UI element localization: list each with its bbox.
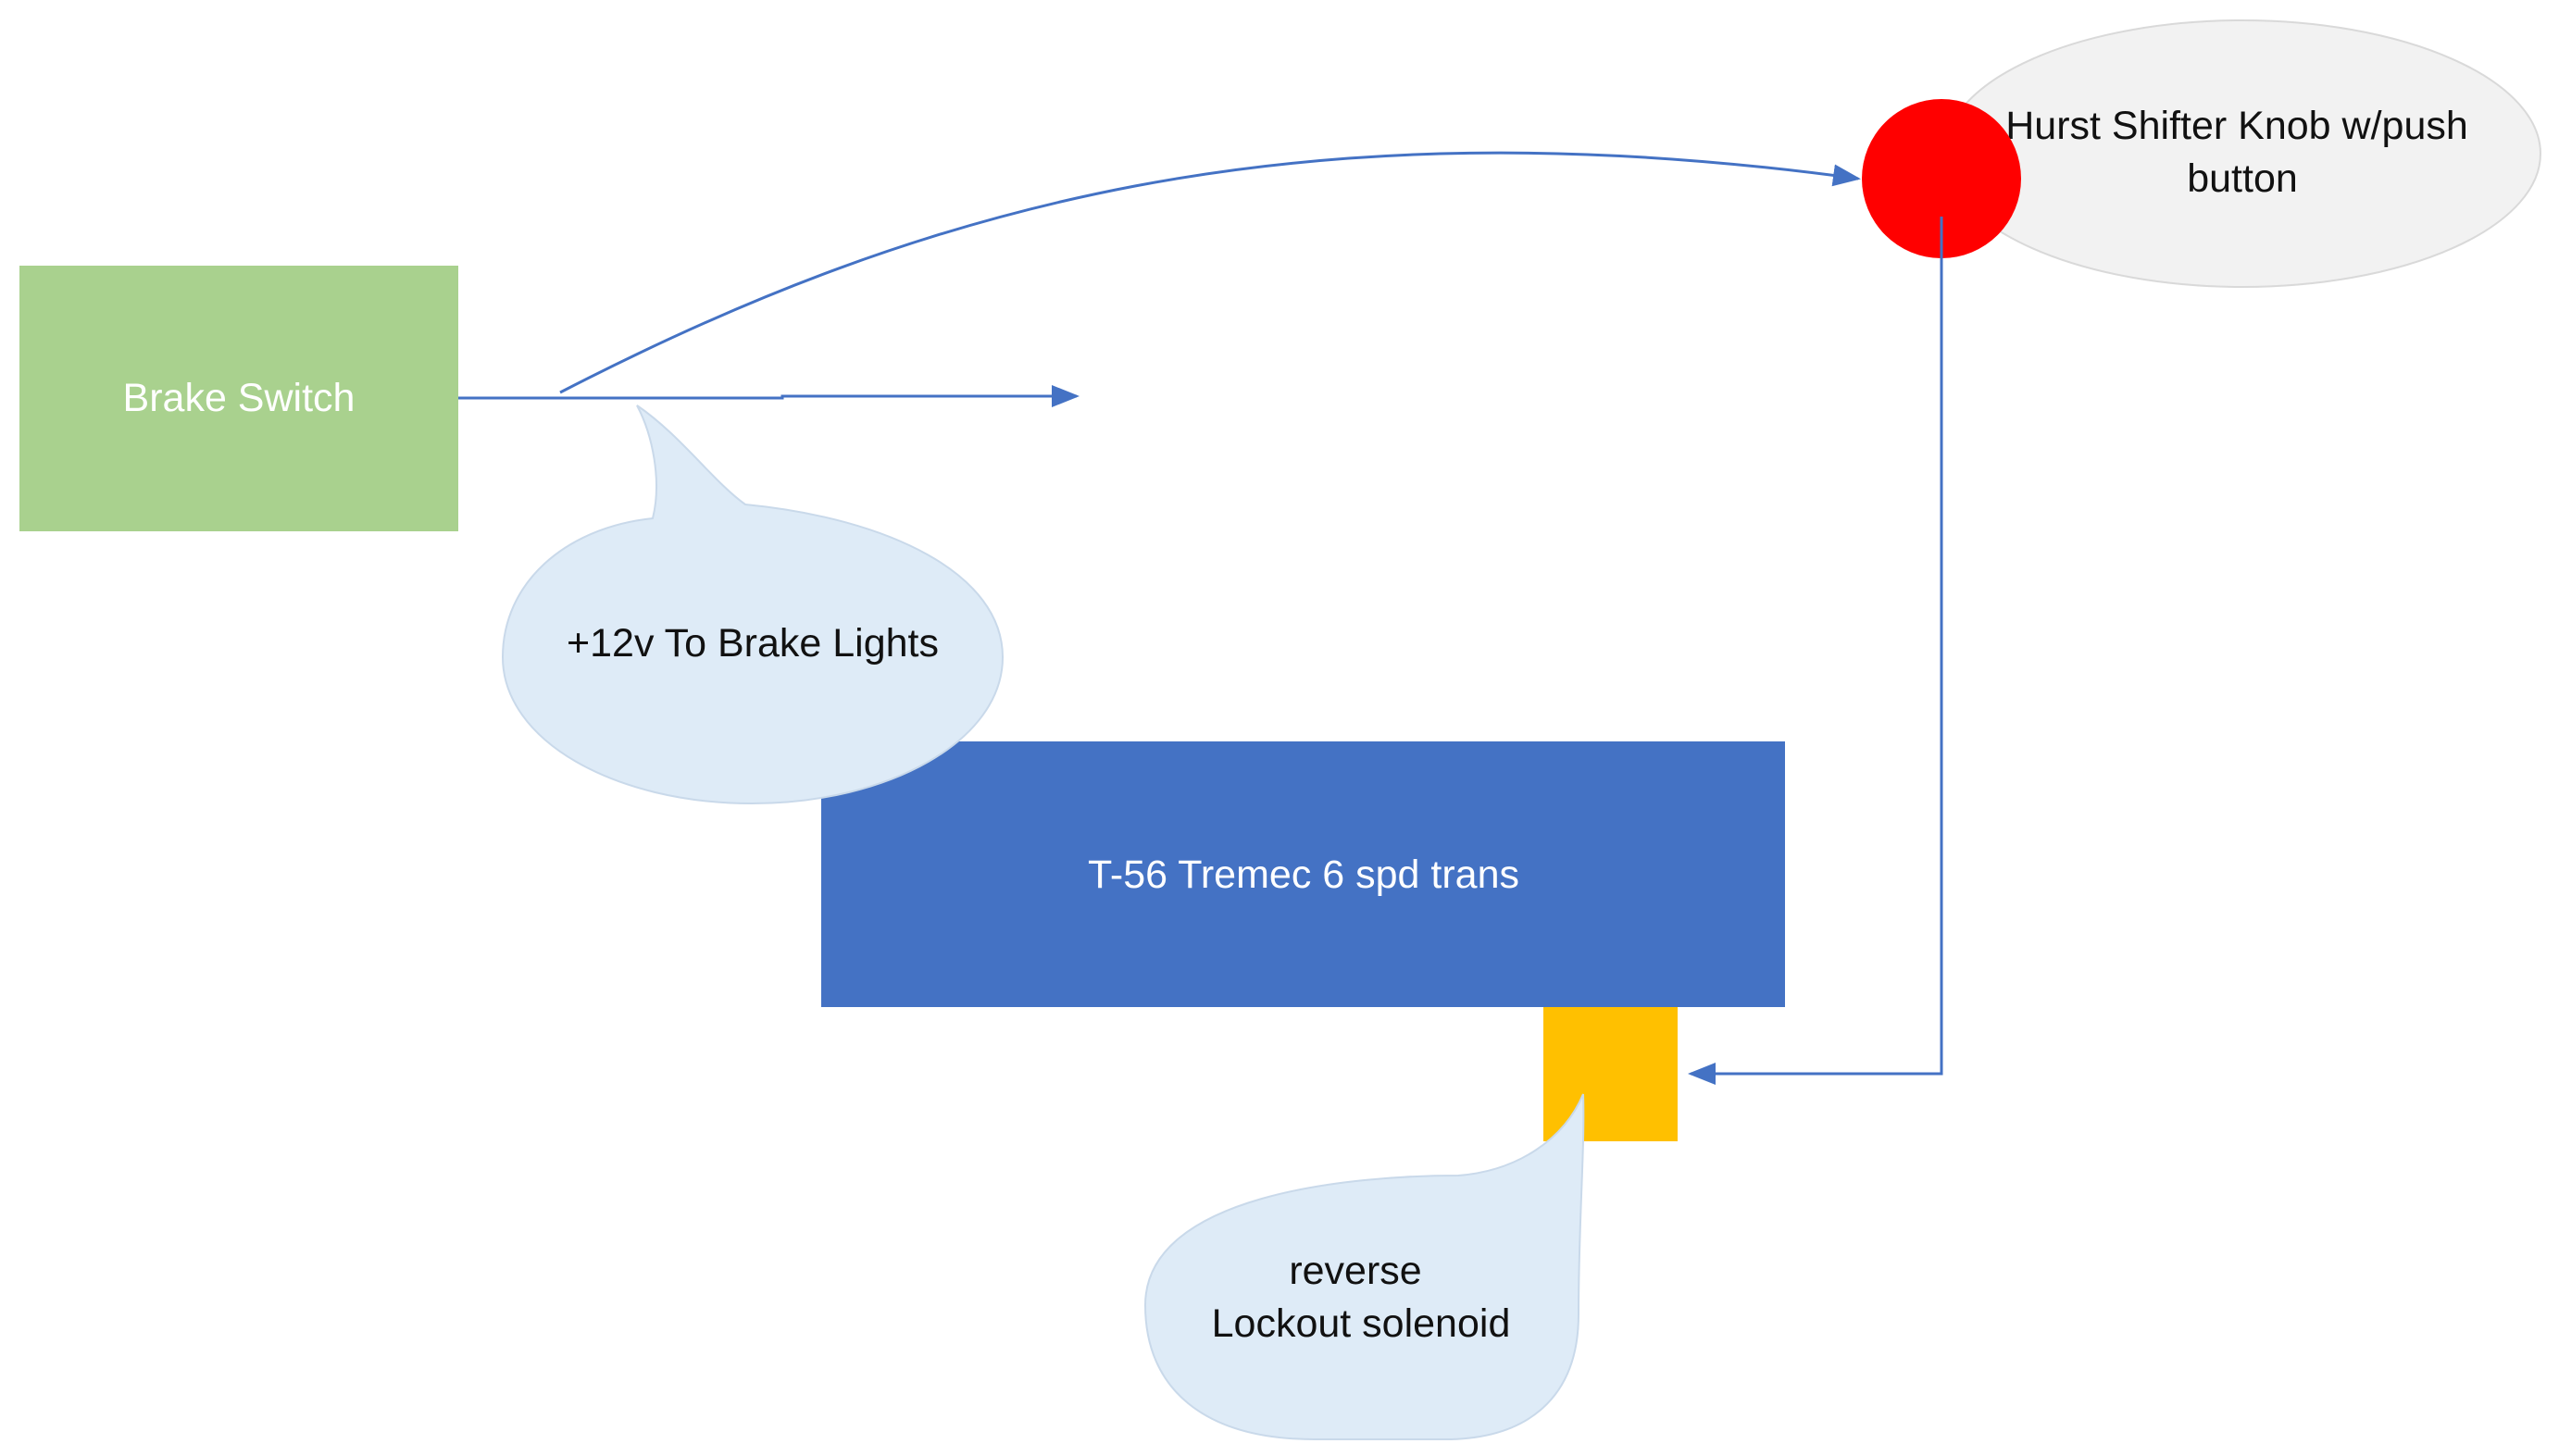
- solenoid-label-line2: Lockout solenoid: [1212, 1301, 1511, 1346]
- brake-switch-label: Brake Switch: [123, 376, 356, 420]
- solenoid-callout-bubble: [1143, 1093, 1585, 1440]
- svg-text:reverse Lockout solenoid: reverse Lockout solenoid: [1212, 1249, 1511, 1346]
- transmission-box: T-56 Tremec 6 spd trans: [821, 741, 1785, 1007]
- transmission-rect: [821, 741, 1785, 1007]
- shifter-knob-callout-bubble: [1943, 19, 2541, 288]
- shifter-push-button: [1862, 99, 2021, 258]
- solenoid-callout: reverse Lockout solenoid: [1143, 1093, 1585, 1440]
- shifter-knob-label-line2: button: [2187, 156, 2298, 201]
- brake-switch-rect: [19, 266, 458, 531]
- lockout-solenoid-block: [1543, 1007, 1678, 1141]
- brake-to-shifter-connector: [559, 151, 1861, 394]
- brake-lights-label: +12v To Brake Lights: [567, 621, 939, 666]
- brake-lights-callout-bubble: [501, 404, 1005, 805]
- brake-switch-box: Brake Switch: [19, 266, 458, 531]
- brake-lights-callout: +12v To Brake Lights: [501, 404, 1005, 805]
- svg-text:Hurst Shifter Knob w/push: Hurst Shifter Knob w/push button: [2005, 104, 2478, 201]
- shifter-knob-callout: Hurst Shifter Knob w/push button: [1943, 19, 2541, 288]
- solenoid-label-line1: reverse: [1289, 1249, 1421, 1293]
- shifter-knob-label-line1: Hurst Shifter Knob w/push: [2005, 104, 2468, 148]
- transmission-label: T-56 Tremec 6 spd trans: [1088, 852, 1519, 897]
- shifter-to-solenoid-connector: [1688, 217, 1943, 1085]
- brake-output-connector: [458, 385, 1080, 407]
